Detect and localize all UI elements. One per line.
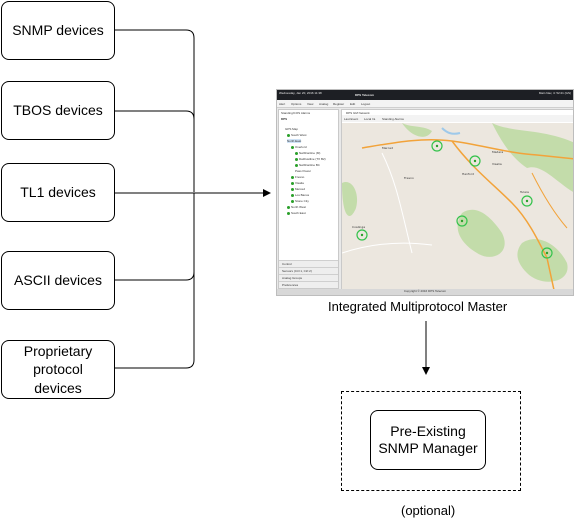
tree-item: Visalia [291,181,304,185]
panel-title: DPS GM Network [346,111,370,115]
device-label: SNMP devices [12,22,104,39]
master-caption: Integrated Multiprotocol Master [328,299,508,314]
screenshot-tree-panel: Standing/COS Alarms DPS GPS Map South We… [278,109,339,289]
device-box-snmp: SNMP devices [1,1,115,60]
master-screenshot: Wednesday, Jan 20, 2016 11:38 DPS Teleco… [276,89,574,296]
connector-ascii [115,193,195,281]
map-area: Merced Madera Fresno Visalia Hanford Tul… [342,123,573,290]
top-bar-brand: DPS Telecom [355,93,374,97]
map-label: Coalinga [352,225,365,229]
device-box-ascii: ASCII devices [1,251,115,310]
connector-proprietary [115,193,195,369]
map-label: Tulare [519,190,529,194]
screenshot-map-panel: DPS GM Network Last Event Local Ini. Sta… [341,109,573,290]
menu-item: Logout [361,102,371,106]
device-box-tl1: TL1 devices [1,163,115,222]
top-bar-status: Main Nav, 4: 52:21 (GS) [538,91,571,95]
accordion-preferences: Preferences [279,281,338,288]
device-box-tbos: TBOS devices [1,81,115,140]
panel-tabs: Last Event Local Ini. Standing Alarms [342,115,573,122]
screenshot-menu-bar: Alert Options View Analog Register Edit … [277,100,573,108]
tree-item: Overlord [291,145,307,149]
map-label: Madera [492,150,503,154]
tree-item: North East [287,139,302,143]
tree-title: DPS [281,117,288,121]
tree-item: Pass Power [295,169,312,173]
optional-note: (optional) [401,503,456,518]
map-label: Visalia [492,162,502,166]
tab-item: Last Event [344,117,359,121]
device-box-proprietary: Proprietary protocol devices [1,340,115,399]
screenshot-top-bar: Wednesday, Jan 20, 2016 11:38 DPS Teleco… [277,90,573,100]
top-bar-datetime: Wednesday, Jan 20, 2016 11:38 [279,91,322,95]
tree-item: Fresno [291,175,304,179]
map-label: Merced [382,146,393,150]
tree-item: South West [287,133,306,137]
menu-item: Options [291,102,302,106]
snmp-manager-label: Pre-Existing SNMP Manager [378,422,478,457]
map-graphic: Merced Madera Fresno Visalia Hanford Tul… [342,123,573,290]
tree-item: Los Banos [291,193,309,197]
optional-boundary [341,391,521,491]
accordion-control: Control [279,260,338,267]
accordion-sensors: Sensors (Ctrl 1, Ctrl 2) [279,267,338,274]
device-label: ASCII devices [14,272,102,289]
snmp-manager-box: Pre-Existing SNMP Manager [370,410,486,470]
menu-item: Edit [350,102,356,106]
map-label: Fresno [404,176,414,180]
tree-item: Nwilfcanline (M) [295,151,320,155]
connector-snmp [115,29,195,192]
menu-item: View [307,102,314,106]
device-label: Proprietary protocol devices [23,343,93,396]
menu-item: Analog [319,102,329,106]
tree-item: Nwilfcanline B4 [295,163,320,167]
menu-item: Alert [279,102,286,106]
tree-item: North West [287,205,306,209]
tree-item: Merced [291,187,305,191]
screenshot-footer: Copyright © 2016 DPS Telecom [277,289,573,295]
device-label: TBOS devices [13,102,103,119]
connector-tbos [115,110,195,192]
tab-item: Standing Alarms [382,117,404,121]
map-label: Hanford [462,172,474,176]
menu-item: Register [333,102,345,106]
tree-item: GPS Map [285,127,299,131]
accordion-analog-groups: Analog Groups [279,274,338,281]
tree-item: Stone City [291,199,309,203]
tree-item: DatDustline (TX B2) [295,157,326,161]
tree-header: Standing/COS Alarms [281,111,311,115]
tab-item: Local Ini. [364,117,377,121]
device-label: TL1 devices [20,184,96,201]
tree-item: South East [287,211,306,215]
